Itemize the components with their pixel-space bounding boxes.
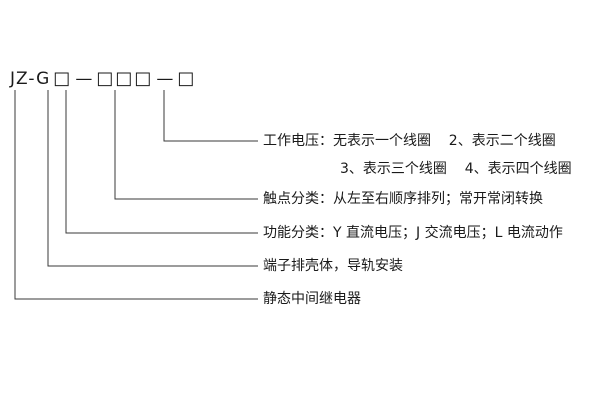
connector-relay-line	[14, 90, 258, 300]
label-working-voltage: 工作电压：无表示一个线圈 2、表示二个线圈	[263, 133, 556, 149]
connector-working-voltage-line	[163, 90, 258, 142]
connector-terminal-line	[47, 90, 258, 267]
code-box-last: □	[177, 68, 197, 89]
label-terminal-housing: 端子排壳体，导轨安装	[263, 258, 403, 274]
connector-function-line	[65, 90, 258, 234]
code-separator-1: —	[75, 68, 94, 89]
code-box-single: □	[53, 68, 73, 89]
code-separator-2: —	[156, 68, 175, 89]
label-function-classification: 功能分类：Y 直流电压；J 交流电压；L 电流动作	[263, 225, 563, 241]
label-working-voltage-continued: 3、表示三个线圈 4、表示四个线圈	[340, 161, 572, 177]
code-box-triple: □□□	[96, 68, 154, 89]
model-code: JZ-G □ — □□□ — □	[10, 68, 196, 89]
label-contact-classification: 触点分类：从左至右顺序排列；常开常闭转换	[263, 191, 543, 207]
label-relay-name: 静态中间继电器	[263, 291, 361, 307]
connector-contact-line	[114, 90, 258, 200]
code-letters: JZ-G	[10, 68, 51, 89]
